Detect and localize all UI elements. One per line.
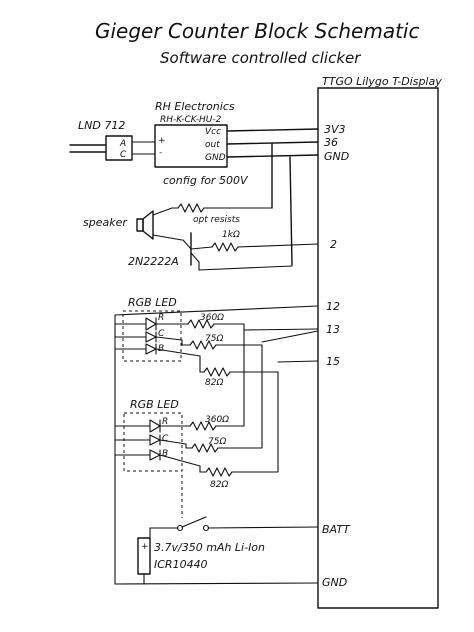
led2-b: B — [162, 449, 168, 459]
led2-c: C — [162, 434, 169, 444]
speaker: speaker opt resists — [83, 203, 273, 241]
speaker-label: speaker — [83, 216, 128, 229]
led1-r: R — [158, 313, 164, 323]
led2-res-r: 360Ω — [205, 415, 229, 425]
battery-part: ICR10440 — [154, 558, 208, 571]
pin-batt: BATT — [322, 523, 351, 536]
board-ttgo: TTGO Lilygo T-Display 3V3 36 GND 2 12 13… — [317, 75, 442, 609]
power-section: + 3.7v/350 mAh Li-Ion ICR10440 — [114, 469, 319, 585]
hv-pin-plus: + — [158, 136, 166, 146]
hv-part: RH-K-CK-HU-2 — [160, 115, 222, 125]
led1-res-g: 75Ω — [205, 334, 223, 344]
pin-13: 13 — [326, 323, 340, 336]
hv-config-note: config for 500V — [163, 174, 249, 187]
tube-pin-c: C — [120, 150, 127, 160]
pin-gnd-top: GND — [324, 150, 349, 163]
led1-label: RGB LED — [128, 296, 177, 309]
diagram-title: Gieger Counter Block Schematic — [95, 19, 419, 43]
pin-3v3: 3V3 — [324, 123, 346, 136]
hv-pin-minus: - — [159, 148, 162, 158]
rgb-led-1: RGB LED R C B 360Ω 75Ω 82Ω — [114, 296, 279, 388]
led1-res-r: 360Ω — [200, 313, 224, 323]
hv-vendor: RH Electronics — [155, 100, 235, 113]
led1-b: B — [158, 344, 164, 354]
pin-2: 2 — [330, 238, 337, 251]
battery-plus: + — [141, 542, 149, 552]
pin-15: 15 — [326, 355, 340, 368]
pin-36: 36 — [324, 136, 338, 149]
transistor-resistor-label: 1kΩ — [222, 230, 240, 240]
led2-res-b: 82Ω — [210, 480, 228, 490]
led2-r: R — [162, 417, 168, 427]
led2-label: RGB LED — [130, 398, 179, 411]
led-bus — [114, 305, 319, 473]
transistor-stage: 1kΩ 2N2222A — [128, 230, 319, 271]
pin-gnd-bottom: GND — [322, 576, 347, 589]
tube-pin-a: A — [119, 139, 126, 149]
led1-c: C — [158, 329, 165, 339]
transistor-label: 2N2222A — [128, 255, 179, 268]
geiger-tube: LND 712 A C — [69, 119, 156, 161]
led1-res-b: 82Ω — [205, 378, 223, 388]
tube-label: LND 712 — [78, 119, 125, 132]
hv-pin-vcc: Vcc — [205, 127, 221, 137]
hv-pin-out: out — [205, 140, 220, 150]
hv-module: RH Electronics RH-K-CK-HU-2 + - Vcc out … — [154, 100, 249, 187]
board-name: TTGO Lilygo T-Display — [322, 75, 442, 88]
diagram-subtitle: Software controlled clicker — [160, 49, 361, 67]
battery-label: 3.7v/350 mAh Li-Ion — [154, 541, 265, 554]
speaker-resistor-note: opt resists — [193, 215, 240, 225]
pin-12: 12 — [326, 300, 340, 313]
hv-pin-gnd: GND — [205, 153, 226, 163]
led2-res-g: 75Ω — [208, 437, 226, 447]
rgb-led-2: RGB LED R C B 360Ω 75Ω 82Ω — [114, 361, 279, 490]
hv-wires — [226, 128, 319, 266]
